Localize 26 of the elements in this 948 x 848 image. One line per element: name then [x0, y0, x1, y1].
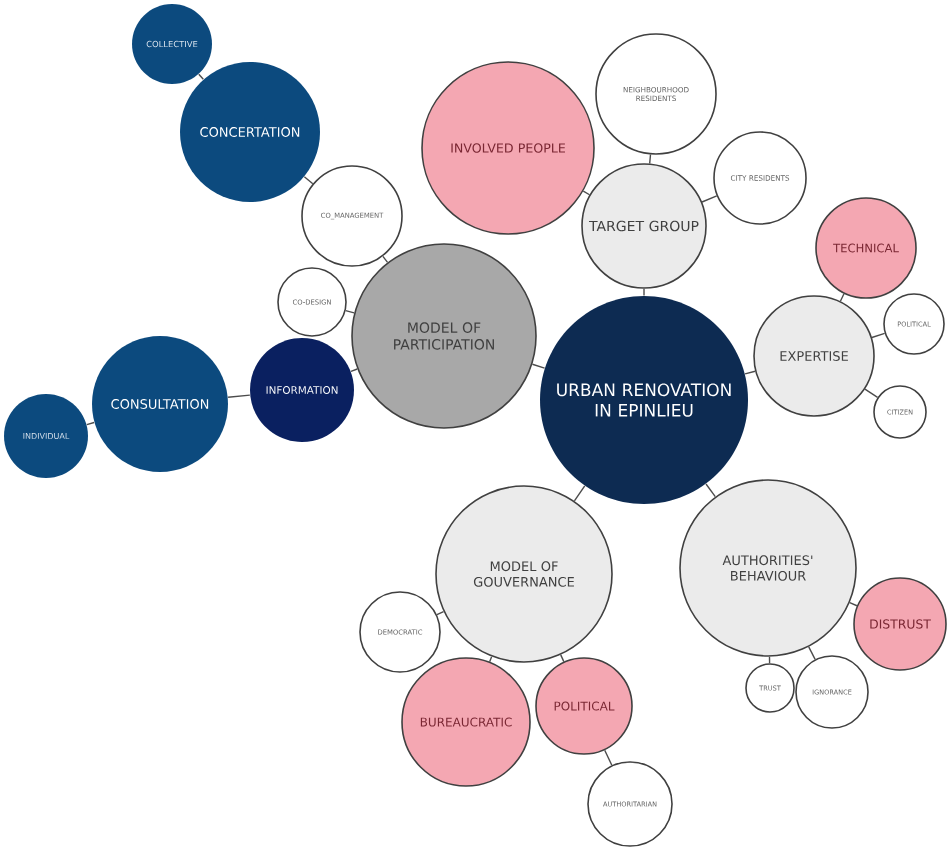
connector-line — [643, 288, 645, 297]
connector-line — [227, 394, 251, 398]
connector-line — [436, 610, 445, 616]
connector-line — [871, 332, 886, 339]
connector-line — [701, 195, 718, 203]
connector-line — [382, 255, 389, 264]
connector-line — [560, 654, 565, 663]
connector-line — [531, 363, 546, 369]
connector-line — [864, 388, 879, 399]
bubble: URBAN RENOVATION IN EPINLIEU — [540, 296, 748, 504]
connector-line — [808, 646, 816, 660]
connector-line — [86, 421, 95, 426]
connector-line — [768, 656, 771, 664]
connector-line — [198, 73, 204, 81]
connector-line — [350, 368, 358, 373]
connector-line — [582, 190, 591, 196]
connector-line — [345, 310, 355, 314]
connector-line — [488, 655, 493, 663]
connector-line — [849, 602, 858, 607]
connector-line — [705, 483, 716, 498]
connector-line — [839, 293, 845, 302]
connector-line — [649, 153, 652, 165]
connector-line — [744, 370, 756, 375]
connector-line — [604, 749, 613, 766]
connector-line — [303, 176, 314, 185]
connector-line — [573, 485, 586, 502]
